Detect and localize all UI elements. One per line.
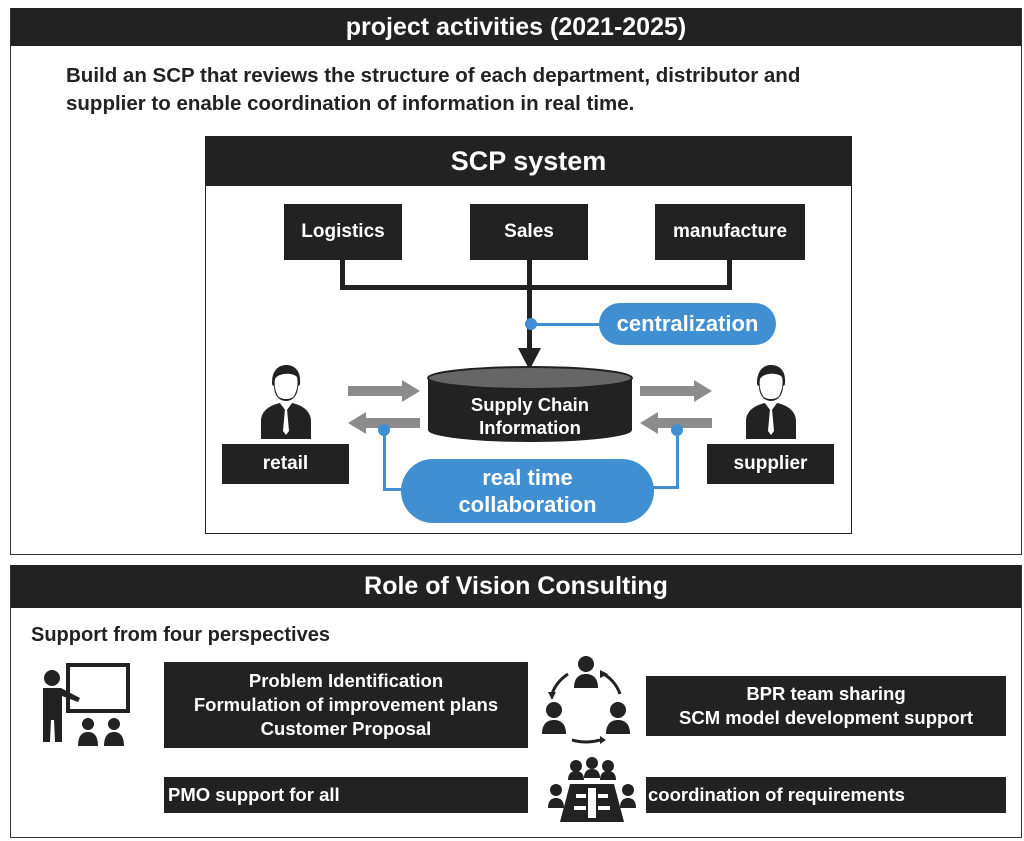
collab-dot-left xyxy=(378,424,390,436)
supplier-label: supplier xyxy=(733,452,808,474)
role-header: Role of Vision Consulting xyxy=(11,565,1021,608)
role-subheader: Support from four perspectives xyxy=(31,624,330,646)
centralization-pill: centralization xyxy=(599,303,776,345)
coordination-label: coordination of requirements xyxy=(648,783,905,805)
down-arrow-head xyxy=(518,348,541,370)
team-cycle-icon xyxy=(542,656,630,744)
retail-label: retail xyxy=(262,452,309,474)
intro-text: Build an SCP that reviews the structure … xyxy=(66,62,1006,118)
connector-horizontal xyxy=(340,285,732,290)
box1-line-3: Customer Proposal xyxy=(260,718,432,739)
collab-dot-right xyxy=(671,424,683,436)
arrow-right-to-supplier-icon xyxy=(640,380,712,402)
box1-line-2: Formulation of improvement plans xyxy=(193,694,499,715)
database-label-line-1: Supply Chain xyxy=(470,394,590,415)
dept-manufacture-label: manufacture xyxy=(672,220,788,242)
arrow-left-to-database-icon xyxy=(640,412,712,434)
arrow-right-to-database-icon xyxy=(348,380,420,402)
retail-box: retail xyxy=(222,444,349,484)
supplier-box: supplier xyxy=(707,444,834,484)
dept-sales-box: Sales xyxy=(470,204,588,260)
collab-link-right-vertical xyxy=(676,430,679,488)
scp-system-header: SCP system xyxy=(205,136,852,186)
scp-system-title: SCP system xyxy=(450,145,607,176)
pmo-support-label: PMO support for all xyxy=(168,783,340,805)
problem-identification-box: Problem Identification Formulation of im… xyxy=(164,662,528,748)
database-label: Supply Chain Information xyxy=(425,393,635,439)
intro-line-2: supplier to enable coordination of infor… xyxy=(66,92,635,115)
project-activities-header: project activities (2021-2025) xyxy=(11,8,1021,46)
presentation-icon xyxy=(43,663,130,746)
collab-link-right-horizontal xyxy=(640,486,679,489)
collab-label-line-2: collaboration xyxy=(458,492,597,517)
meeting-table-icon xyxy=(548,757,636,822)
collab-label-line-1: real time xyxy=(482,464,573,490)
connector-manufacture-down xyxy=(727,260,732,290)
collab-pill: real time collaboration xyxy=(401,459,654,523)
project-activities-title: project activities (2021-2025) xyxy=(345,12,687,41)
database-label-line-2: Information xyxy=(479,417,581,438)
centralization-dot xyxy=(525,318,537,330)
person-icon xyxy=(261,365,311,439)
connector-logistics-down xyxy=(340,260,345,290)
dept-logistics-box: Logistics xyxy=(284,204,402,260)
person-icon xyxy=(746,365,796,439)
database-cylinder-icon xyxy=(427,366,633,442)
dept-logistics-label: Logistics xyxy=(301,220,385,242)
collab-link-left-vertical xyxy=(383,430,386,490)
bpr-team-box: BPR team sharing SCM model development s… xyxy=(646,676,1006,736)
role-title: Role of Vision Consulting xyxy=(364,572,668,600)
coordination-box: coordination of requirements xyxy=(646,777,1006,813)
pmo-support-box: PMO support for all xyxy=(164,777,528,813)
dept-manufacture-box: manufacture xyxy=(655,204,805,260)
centralization-link xyxy=(531,323,606,326)
arrow-left-to-retail-icon xyxy=(348,412,420,434)
box1-line-1: Problem Identification xyxy=(248,670,444,691)
box2-line-2: SCM model development support xyxy=(679,707,973,728)
centralization-label: centralization xyxy=(616,311,759,337)
dept-sales-label: Sales xyxy=(504,220,554,242)
box2-line-1: BPR team sharing xyxy=(746,683,906,704)
intro-line-1: Build an SCP that reviews the structure … xyxy=(66,64,801,87)
connector-sales-down xyxy=(527,260,532,352)
